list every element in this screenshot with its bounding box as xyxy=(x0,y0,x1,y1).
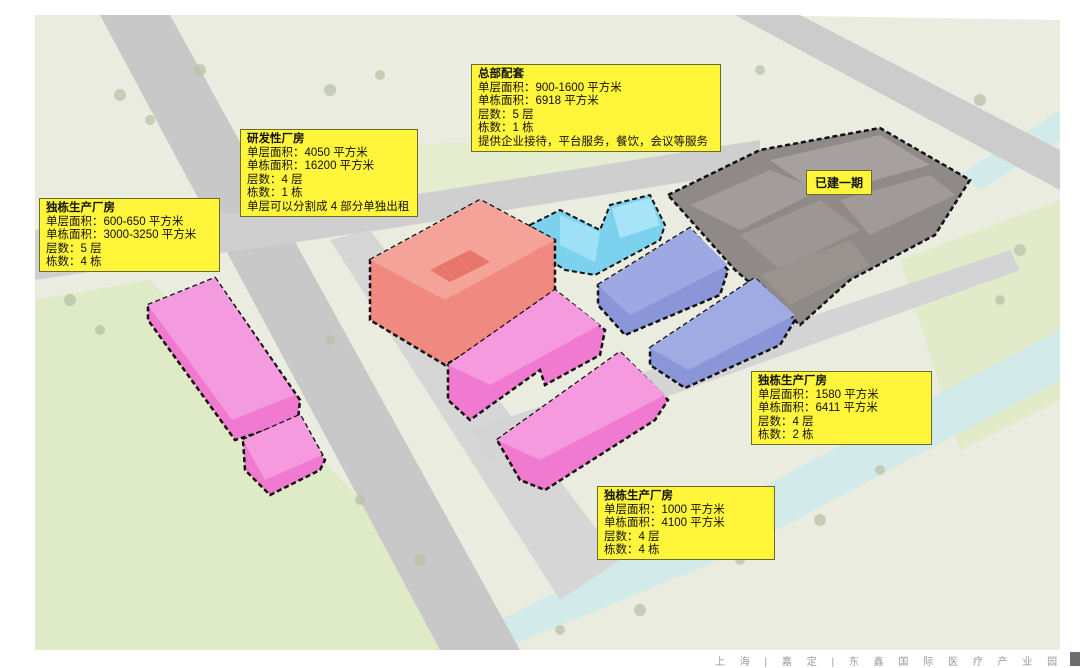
road-main-diagonal xyxy=(100,15,520,650)
label-factory-left-line-3: 层数：5 层 xyxy=(46,242,102,255)
label-factory-bottom-line-2: 单栋面积：4100 平方米 xyxy=(604,517,725,530)
label-factory-right-title: 独栋生产厂房 xyxy=(758,375,827,387)
label-hq-line-2: 单栋面积：6918 平方米 xyxy=(478,95,599,108)
label-factory-left: 独栋生产厂房 单层面积：600-650 平方米 单栋面积：3000-3250 平… xyxy=(39,198,220,272)
label-factory-right-line-2: 单栋面积：6411 平方米 xyxy=(758,402,878,415)
label-hq-line-5: 提供企业接待，平台服务，餐饮，会议等服务 xyxy=(478,135,708,148)
footer-mark xyxy=(1070,652,1080,666)
factory-pink-left xyxy=(146,276,327,497)
label-rd-title: 研发性厂房 xyxy=(247,133,305,145)
label-hq-title: 总部配套 xyxy=(478,68,524,80)
label-phase1: 已建一期 xyxy=(806,170,873,195)
label-hq-line-3: 层数：5 层 xyxy=(478,108,534,121)
label-factory-bottom: 独栋生产厂房 单层面积：1000 平方米 单栋面积：4100 平方米 层数：4 … xyxy=(597,486,775,560)
label-rd: 研发性厂房 单层面积：4050 平方米 单栋面积：16200 平方米 层数：4 … xyxy=(240,129,418,217)
label-rd-line-2: 单栋面积：16200 平方米 xyxy=(247,160,375,173)
label-rd-line-5: 单层可以分割成 4 部分单独出租 xyxy=(247,200,410,213)
label-factory-left-line-1: 单层面积：600-650 平方米 xyxy=(46,215,184,228)
label-factory-bottom-title: 独栋生产厂房 xyxy=(604,490,673,502)
label-rd-line-4: 栋数：1 栋 xyxy=(247,187,303,200)
road-top-right xyxy=(735,15,1060,190)
label-hq-line-4: 栋数：1 栋 xyxy=(478,122,534,135)
label-rd-line-3: 层数：4 层 xyxy=(247,173,303,186)
footer-caption: 上 海 | 嘉 定 | 东 鑫 国 际 医 疗 产 业 园 xyxy=(715,657,1064,668)
label-factory-right-line-3: 层数：4 层 xyxy=(758,415,814,428)
label-hq: 总部配套 单层面积：900-1600 平方米 单栋面积：6918 平方米 层数：… xyxy=(471,64,721,152)
label-factory-left-line-2: 单栋面积：3000-3250 平方米 xyxy=(46,229,197,242)
rd-building xyxy=(368,198,557,367)
label-factory-bottom-line-3: 层数：4 层 xyxy=(604,530,660,543)
label-factory-right-line-1: 单层面积：1580 平方米 xyxy=(758,388,879,401)
label-factory-right: 独栋生产厂房 单层面积：1580 平方米 单栋面积：6411 平方米 层数：4 … xyxy=(751,371,932,445)
label-hq-line-1: 单层面积：900-1600 平方米 xyxy=(478,81,622,94)
hq-building xyxy=(528,193,667,277)
label-factory-bottom-line-1: 单层面积：1000 平方米 xyxy=(604,503,725,516)
label-rd-line-1: 单层面积：4050 平方米 xyxy=(247,146,368,159)
factory-blue-buildings xyxy=(596,226,797,390)
label-factory-bottom-line-4: 栋数：4 栋 xyxy=(604,544,660,557)
label-factory-left-title: 独栋生产厂房 xyxy=(46,202,115,214)
factory-pink-center xyxy=(446,288,670,492)
label-factory-left-line-4: 栋数：4 栋 xyxy=(46,256,102,269)
label-factory-right-line-4: 栋数：2 栋 xyxy=(758,429,814,442)
